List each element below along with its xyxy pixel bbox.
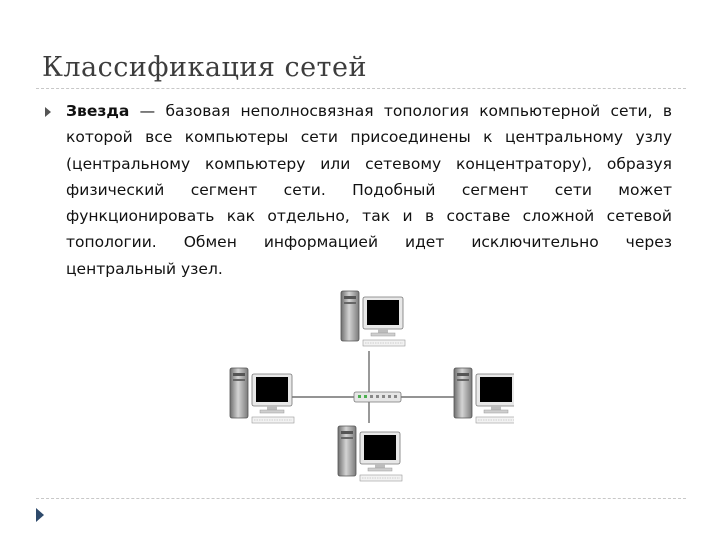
term-label: Звезда bbox=[66, 102, 130, 120]
star-topology-diagram bbox=[229, 290, 514, 482]
computer-bottom-icon bbox=[337, 425, 403, 482]
next-slide-arrow-icon[interactable] bbox=[36, 508, 44, 522]
term-dash: — bbox=[129, 102, 166, 120]
bullet-icon bbox=[45, 107, 51, 117]
definition-paragraph: Звезда — базовая неполносвязная топологи… bbox=[66, 98, 672, 282]
network-links bbox=[289, 351, 456, 423]
slide-title: Классификация сетей bbox=[42, 52, 367, 83]
network-hub-icon bbox=[353, 391, 402, 403]
computer-top-icon bbox=[340, 290, 406, 347]
definition-text: базовая неполносвязная топология компьют… bbox=[66, 102, 672, 278]
computer-left-icon bbox=[229, 367, 295, 424]
title-divider bbox=[36, 88, 686, 89]
computer-right-icon bbox=[453, 367, 514, 424]
bottom-divider bbox=[36, 498, 686, 499]
